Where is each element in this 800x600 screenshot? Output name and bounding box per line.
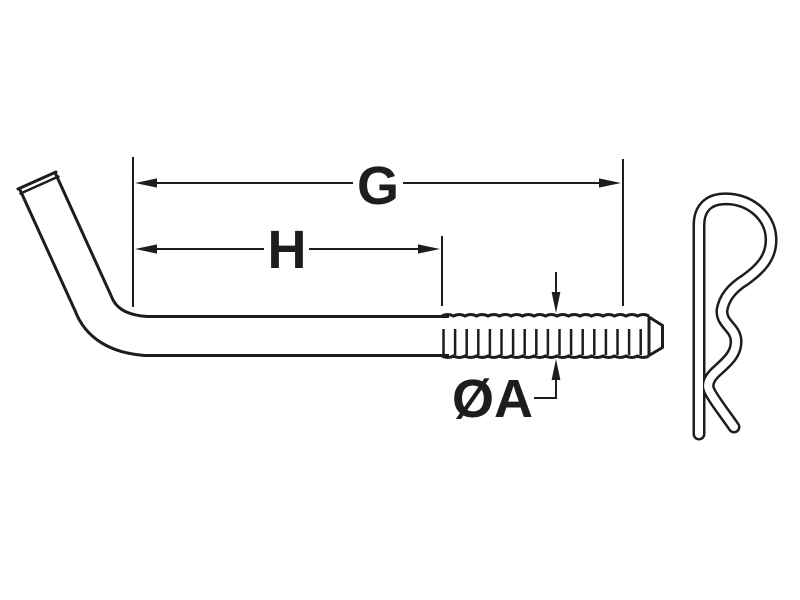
ribbed-section-top-edge: [441, 313, 650, 318]
rib-lines: [442, 329, 642, 355]
dimension-h: H: [135, 220, 443, 306]
handle-end-cap-outer: [16, 170, 58, 191]
bent-pin-body-fill: [20, 172, 449, 354]
ribbed-section-bottom-edge: [441, 354, 650, 359]
dimension-h-label: H: [268, 220, 307, 280]
bent-pin-figure: [16, 170, 664, 359]
arrowhead-diameter-down: [551, 292, 561, 313]
arrowhead-g-right: [599, 178, 621, 188]
arrowhead-diameter-up: [551, 359, 561, 380]
arrowhead-h-right: [418, 244, 440, 254]
dimension-g-label: G: [357, 156, 399, 216]
handle-end-cap-inner: [19, 175, 60, 195]
dimension-a-label: ØA: [452, 369, 533, 429]
r-clip-figure: [692, 192, 778, 441]
r-clip-wire-fill: [695, 194, 776, 438]
arrowhead-h-left: [135, 244, 157, 254]
diameter-leader-line: [534, 378, 557, 399]
arrowhead-g-left: [135, 178, 157, 188]
dimension-a: ØA: [452, 272, 561, 429]
dimension-g: G: [132, 156, 624, 307]
pin-tip-chamfer: [648, 315, 664, 357]
